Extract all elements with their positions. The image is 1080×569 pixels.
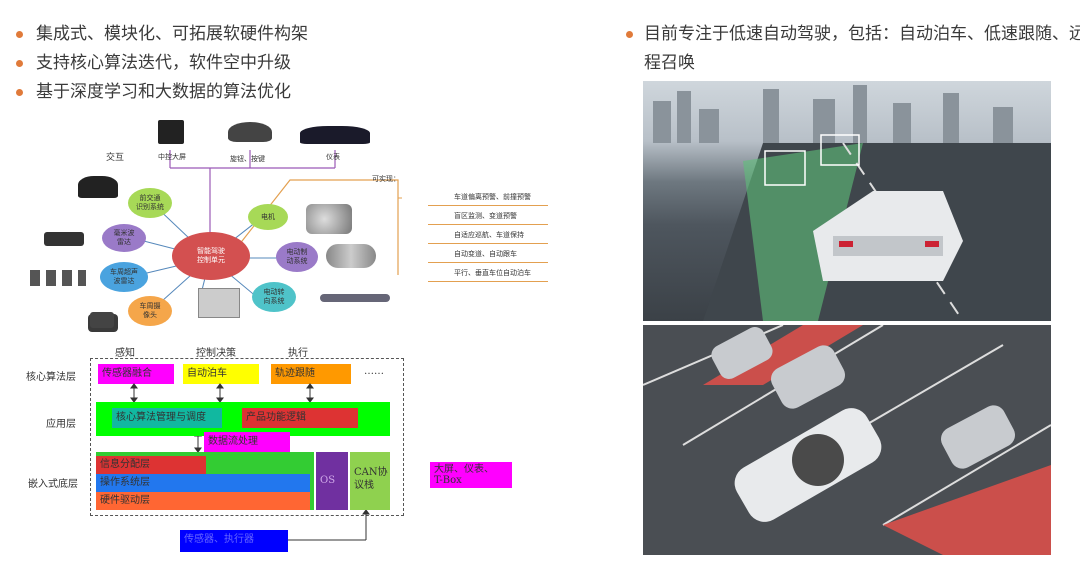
cell-info-distribution: 信息分配层 [96,456,206,474]
header-execution: 执行 [288,348,308,359]
cell-sensor-fusion: 传感器融合 [98,364,174,384]
instrument-cluster-icon [300,126,370,144]
cell-os-block: OS [316,452,348,510]
bullet-text: 支持核心算法迭代，软件空中升级 [36,53,291,73]
bullet-item: 基于深度学习和大数据的算法优化 [14,78,574,107]
radar-unit-icon [44,232,84,246]
center-screen-icon [158,120,184,144]
function-item: 盲区监测、变道预警 [428,207,548,225]
motor-icon [306,204,352,234]
bullet-item: 支持核心算法迭代，软件空中升级 [14,49,574,78]
architecture-frame [90,358,404,516]
cell-ellipsis: …… [364,366,384,377]
bullet-text: 集成式、模块化、可拓展软硬件构架 [36,24,308,44]
node-brake: 电动制 动系统 [276,242,318,272]
row-label-app: 应用层 [46,419,76,430]
bullet-dot [16,31,23,38]
device-label: 仪表 [326,153,340,161]
node-front-recognition: 前交通 识别系统 [128,188,172,218]
bullet-dot [626,31,633,38]
interaction-label: 交互 [106,153,125,163]
parking-sensor-box-icon [90,312,114,328]
architecture-diagram: 感知 控制决策 执行 核心算法层 应用层 嵌入式底层 传感器融合 自动泊车 轨迹… [20,340,530,560]
knob-icon [228,122,272,142]
ultrasonic-sensor-icon [30,270,86,286]
system-diagram: 交互 中控大屏 旋钮、按键 仪表 前交通 识别系统 毫米波 雷达 车周超声 波雷… [30,110,548,340]
cell-external-devices: 大屏、仪表、 T-Box [430,462,512,488]
function-item: 平行、垂直车位自动泊车 [428,264,548,282]
right-bullet-text: 目前专注于低速自动驾驶，包括：自动泊车、低速跟随、远程召唤 [644,24,1080,73]
highway-scene-graphic [653,85,1051,321]
node-mmwave-radar: 毫米波 雷达 [102,224,146,252]
row-label-embedded: 嵌入式底层 [28,479,78,490]
bullet-dot [16,60,23,67]
cell-algorithm-scheduling: 核心算法管理与调度 [112,408,222,428]
node-ultrasonic-radar: 车周超声 波雷达 [100,262,148,292]
functions-title: 可实现： [372,175,400,183]
node-control-unit: 智能驾驶 控制单元 [172,232,250,280]
camera-module-icon [78,176,118,198]
cell-data-processing: 数据流处理 [204,432,290,452]
cell-trajectory: 轨迹跟随 [271,364,351,384]
device-label: 中控大屏 [158,153,186,161]
cell-product-logic: 产品功能逻辑 [242,408,358,428]
cell-can-stack: CAN协 议栈 [350,452,390,510]
brake-icon [326,244,376,268]
cell-sensors-actuators: 传感器、执行器 [180,530,288,552]
header-decision: 控制决策 [196,348,236,359]
right-bullet: 目前专注于低速自动驾驶，包括：自动泊车、低速跟随、远程召唤 [624,20,1080,78]
controller-box-icon [198,288,240,318]
parking-scene-graphic [643,325,1051,555]
cell-auto-parking: 自动泊车 [183,364,259,384]
row-label-core: 核心算法层 [26,372,76,383]
cell-os-layer: 操作系统层 [96,474,310,492]
bullet-text: 基于深度学习和大数据的算法优化 [36,82,291,102]
device-label: 旋钮、按键 [230,155,265,163]
highway-scene-image [643,81,1051,321]
cell-driver-layer: 硬件驱动层 [96,492,310,510]
bullet-dot [16,89,23,96]
parking-scene-image [643,325,1051,555]
node-surround-camera: 车周摄 像头 [128,296,172,326]
bullet-item: 集成式、模块化、可拓展软硬件构架 [14,20,574,49]
node-steering: 电动转 向系统 [252,282,296,312]
node-motor: 电机 [248,204,288,230]
function-item: 车道偏离预警、前撞预警 [428,188,548,206]
function-item: 自适应巡航、车道保持 [428,226,548,244]
steering-rack-icon [320,294,390,302]
left-bullet-list: 集成式、模块化、可拓展软硬件构架 支持核心算法迭代，软件空中升级 基于深度学习和… [14,20,574,107]
header-perception: 感知 [115,348,135,359]
function-item: 自动变道、自动跟车 [428,245,548,263]
